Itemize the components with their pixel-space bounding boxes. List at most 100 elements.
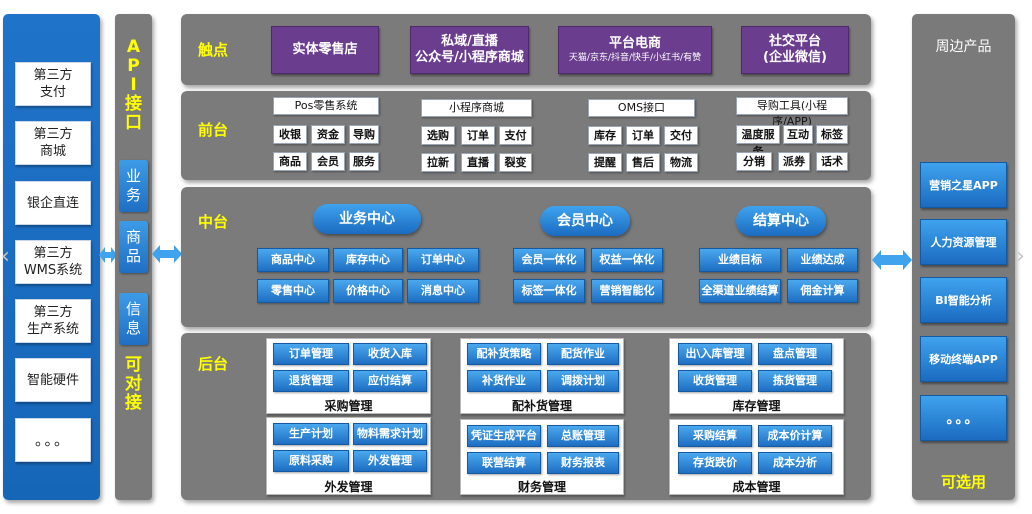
touch-box-platform-ecommerce: 平台电商 天猫/京东/抖音/快手/小红书/有赞 bbox=[558, 26, 712, 74]
front-cell: 库存 bbox=[588, 126, 622, 145]
back-cell: 退货管理 bbox=[273, 370, 349, 392]
back-cell: 总账管理 bbox=[547, 425, 619, 447]
back-cell: 外发管理 bbox=[353, 450, 427, 472]
mid-head-settlement-center: 结算中心 bbox=[736, 206, 826, 236]
mid-cell: 会员一体化 bbox=[513, 248, 585, 272]
front-cell: 标签 bbox=[816, 125, 848, 144]
mid-cell: 消息中心 bbox=[407, 279, 479, 303]
back-cell: 物料需求计划 bbox=[353, 423, 427, 445]
front-cell: 订单 bbox=[626, 126, 660, 145]
front-cell: 物流 bbox=[664, 153, 698, 172]
left-item-more: 。。。 bbox=[15, 418, 91, 462]
front-head-miniprogram: 小程序商城 bbox=[421, 99, 532, 117]
mid-head-member-center: 会员中心 bbox=[540, 206, 630, 236]
api-pill-product: 商 品 bbox=[119, 221, 148, 273]
api-connectable-label: 可 对 接 bbox=[125, 355, 142, 413]
back-group-finance: 凭证生成平台 总账管理 联营结算 财务报表 财务管理 bbox=[460, 419, 624, 495]
back-group-label: 采购管理 bbox=[324, 399, 373, 413]
right-item-marketing-app: 营销之星APP bbox=[920, 162, 1007, 208]
front-cell: 裂变 bbox=[499, 153, 532, 172]
chevron-right-icon[interactable]: › bbox=[1016, 244, 1025, 269]
left-item-hardware: 智能硬件 bbox=[15, 358, 91, 402]
front-cell: 售后 bbox=[626, 153, 660, 172]
back-cell: 配补货策略 bbox=[467, 343, 541, 365]
front-cell: 分销 bbox=[736, 152, 772, 171]
left-item-wms: 第三方 WMS系统 bbox=[15, 240, 91, 284]
mid-cell: 营销智能化 bbox=[591, 279, 663, 303]
mid-cell: 权益一体化 bbox=[591, 248, 663, 272]
back-cell: 成本价计算 bbox=[758, 425, 832, 447]
back-group-label: 外发管理 bbox=[324, 480, 373, 494]
peripheral-products-panel: 周边产品 营销之星APP 人力资源管理 BI智能分析 移动终端APP 。。。 可… bbox=[912, 14, 1015, 500]
middle-platform-row: 中台 业务中心 商品中心 库存中心 订单中心 零售中心 价格中心 消息中心 会员… bbox=[181, 187, 871, 327]
right-item-bi: BI智能分析 bbox=[920, 277, 1007, 323]
front-cell: 温度服务 bbox=[736, 125, 780, 158]
mid-cell: 订单中心 bbox=[407, 248, 479, 272]
back-group-label: 财务管理 bbox=[517, 480, 566, 494]
back-cell: 存货跌价 bbox=[678, 452, 752, 474]
back-cell: 拣货管理 bbox=[758, 370, 832, 392]
back-cell: 收货管理 bbox=[678, 370, 752, 392]
row-title-front: 前台 bbox=[198, 121, 229, 139]
double-arrow-icon bbox=[872, 250, 912, 270]
left-item-payment: 第三方 支付 bbox=[15, 62, 91, 106]
back-cell: 原料采购 bbox=[273, 450, 349, 472]
front-cell: 收银 bbox=[273, 125, 307, 144]
back-cell: 补货作业 bbox=[467, 370, 541, 392]
front-cell: 交付 bbox=[664, 126, 698, 145]
touchpoint-row: 触点 实体零售店 私域/直播 公众号/小程序商城 平台电商 天猫/京东/抖音/快… bbox=[181, 14, 871, 85]
back-group-label: 配补货管理 bbox=[511, 399, 572, 413]
back-group-label: 库存管理 bbox=[732, 399, 781, 413]
front-cell: 直播 bbox=[461, 153, 495, 172]
right-panel-title: 周边产品 bbox=[935, 39, 992, 55]
mid-cell: 商品中心 bbox=[257, 248, 329, 272]
api-pill-info: 信 息 bbox=[119, 293, 148, 345]
back-group-purchasing: 订单管理 收货入库 退货管理 应付结算 采购管理 bbox=[266, 338, 431, 414]
row-title-touch: 触点 bbox=[198, 41, 229, 59]
back-group-replenishment: 配补货策略 配货作业 补货作业 调拨计划 配补货管理 bbox=[460, 338, 624, 414]
left-item-bank: 银企直连 bbox=[15, 181, 91, 225]
optional-label: 可选用 bbox=[940, 473, 986, 491]
row-title-middle: 中台 bbox=[198, 213, 229, 231]
back-cell: 订单管理 bbox=[273, 343, 349, 365]
row-title-back: 后台 bbox=[198, 355, 229, 373]
mid-cell: 价格中心 bbox=[333, 279, 403, 303]
back-group-inventory: 出\入库管理 盘点管理 收货管理 拣货管理 库存管理 bbox=[669, 338, 844, 414]
front-cell: 会员 bbox=[311, 152, 345, 171]
mid-head-business-center: 业务中心 bbox=[313, 204, 421, 234]
touch-box-private-domain: 私域/直播 公众号/小程序商城 bbox=[410, 26, 529, 74]
front-cell: 商品 bbox=[273, 152, 307, 171]
double-arrow-icon bbox=[152, 245, 182, 263]
api-pill-business: 业 务 bbox=[119, 160, 148, 212]
front-cell: 订单 bbox=[461, 126, 495, 145]
front-head-oms: OMS接口 bbox=[588, 99, 695, 117]
front-cell: 资金 bbox=[311, 125, 345, 144]
back-cell: 凭证生成平台 bbox=[467, 425, 541, 447]
touch-box-social-platform: 社交平台 (企业微信) bbox=[741, 26, 849, 74]
front-head-pos: Pos零售系统 bbox=[273, 97, 379, 115]
mid-cell: 业绩目标 bbox=[699, 248, 781, 272]
mid-cell: 标签一体化 bbox=[513, 279, 585, 303]
front-cell: 提醒 bbox=[588, 153, 622, 172]
back-cell: 盘点管理 bbox=[758, 343, 832, 365]
front-cell: 互动 bbox=[783, 125, 813, 144]
back-cell: 联营结算 bbox=[467, 452, 541, 474]
front-cell: 选购 bbox=[421, 126, 455, 145]
front-cell: 导购 bbox=[349, 125, 379, 144]
back-group-outsourcing: 生产计划 物料需求计划 原料采购 外发管理 外发管理 bbox=[266, 417, 431, 495]
back-cell: 采购结算 bbox=[678, 425, 752, 447]
api-title: A P I 接 口 bbox=[125, 37, 142, 133]
chevron-left-icon[interactable]: ‹ bbox=[1, 244, 10, 269]
front-end-row: 前台 Pos零售系统 收银 资金 导购 商品 会员 服务 小程序商城 选购 订单… bbox=[181, 91, 871, 180]
front-cell: 拉新 bbox=[421, 153, 455, 172]
front-cell: 派券 bbox=[778, 152, 810, 171]
mid-cell: 库存中心 bbox=[333, 248, 403, 272]
front-cell: 支付 bbox=[499, 126, 532, 145]
front-head-guide-tools: 导购工具(小程序/APP) bbox=[736, 97, 848, 128]
back-cell: 应付结算 bbox=[353, 370, 427, 392]
back-group-label: 成本管理 bbox=[732, 480, 781, 494]
mid-cell: 零售中心 bbox=[257, 279, 329, 303]
right-item-mobile-app: 移动终端APP bbox=[920, 336, 1007, 382]
back-cell: 配货作业 bbox=[547, 343, 619, 365]
front-cell: 话术 bbox=[816, 152, 848, 171]
